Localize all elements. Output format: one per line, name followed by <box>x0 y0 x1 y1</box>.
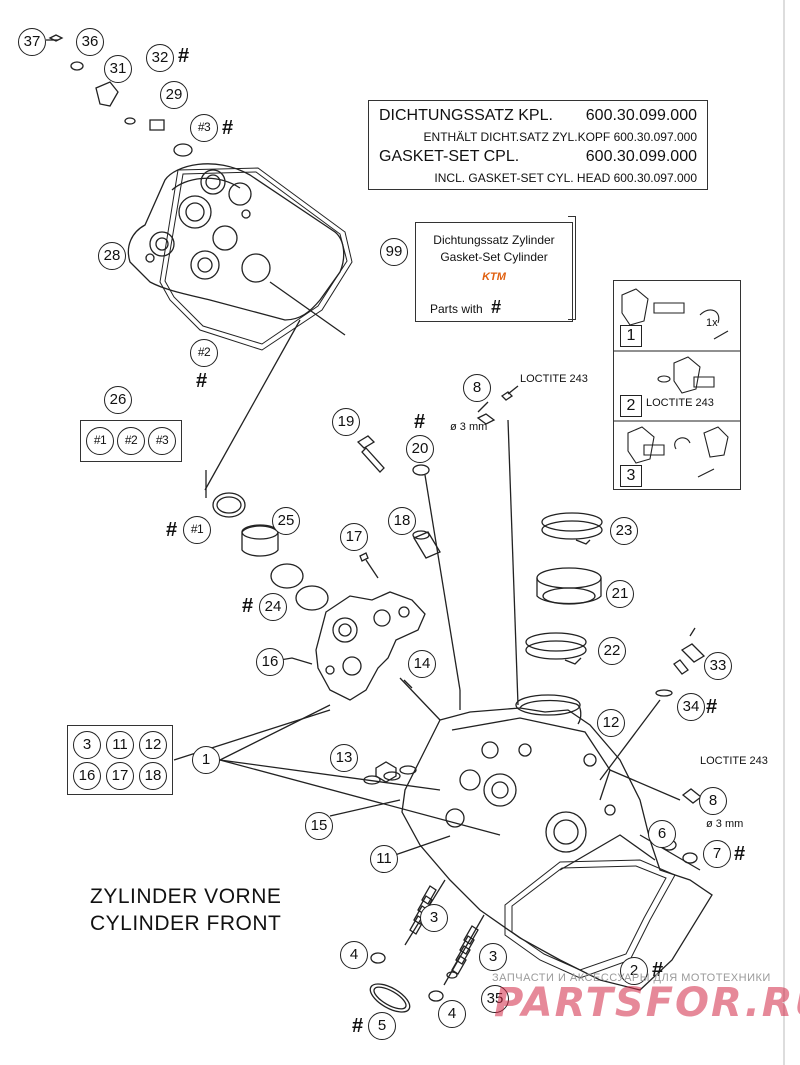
group-1-item-16: 16 <box>73 762 101 790</box>
callout-16: 16 <box>256 648 284 676</box>
install-steps-panel: 1 1x 2 LOCTITE 243 3 <box>613 280 741 490</box>
hash-24: # <box>242 595 254 617</box>
callout-25: 25 <box>272 507 300 535</box>
hash-34: # <box>706 696 718 718</box>
callout-4-left: 4 <box>340 941 368 969</box>
gasket-set-label-de: DICHTUNGSSATZ KPL. <box>379 107 553 124</box>
callout-24: 24 <box>259 593 287 621</box>
group-26-hash-2: #2 <box>117 427 145 455</box>
callout-20: 20 <box>406 435 434 463</box>
step-1: 1 <box>620 325 642 347</box>
loctite-note-top: LOCTITE 243 <box>520 373 588 385</box>
hash-2: # <box>196 370 208 392</box>
diagram-title-de: ZYLINDER VORNE <box>90 885 282 908</box>
callout-31: 31 <box>104 55 132 83</box>
callout-19: 19 <box>332 408 360 436</box>
step-1-note: 1x <box>706 317 718 329</box>
callout-hash-3: #3 <box>190 114 218 142</box>
callout-12: 12 <box>597 709 625 737</box>
gasket-set-number-en: 600.30.099.000 <box>585 148 697 165</box>
group-26-hash-1: #1 <box>86 427 114 455</box>
diameter-note-right: ø 3 mm <box>706 818 744 830</box>
parts-with-hash: # <box>491 297 502 317</box>
hash-1: # <box>166 519 178 541</box>
callout-36: 36 <box>76 28 104 56</box>
gasket-set-box: DICHTUNGSSATZ KPL. 600.30.099.000 ENTHÄL… <box>368 100 708 190</box>
step-2: 2 <box>620 395 642 417</box>
gasket-set-includes-en: INCL. GASKET-SET CYL. HEAD 600.30.097.00… <box>434 171 697 185</box>
callout-28: 28 <box>98 242 126 270</box>
callout-26: 26 <box>104 386 132 414</box>
hash-20: # <box>414 411 426 433</box>
callout-8-top: 8 <box>463 374 491 402</box>
callout-15: 15 <box>305 812 333 840</box>
diagram-title-en: CYLINDER FRONT <box>90 912 282 935</box>
callout-32: 32 <box>146 44 174 72</box>
hash-7: # <box>734 843 746 865</box>
callout-22: 22 <box>598 637 626 665</box>
hash-5: # <box>352 1015 364 1037</box>
cylinder-gasket-kit-box: Dichtungssatz Zylinder Gasket-Set Cylind… <box>415 222 573 322</box>
cylinder-kit-line-en: Gasket-Set Cylinder <box>440 250 548 264</box>
hash-32: # <box>178 45 190 67</box>
callout-hash-2: #2 <box>190 339 218 367</box>
callout-4-right: 4 <box>438 1000 466 1028</box>
callout-8-right: 8 <box>699 787 727 815</box>
kit-box-shadow <box>568 216 576 320</box>
callout-hash-1: #1 <box>183 516 211 544</box>
callout-23: 23 <box>610 517 638 545</box>
callout-11: 11 <box>370 845 398 873</box>
cylinder-kit-line-de: Dichtungssatz Zylinder <box>433 233 555 247</box>
group-1-item-3: 3 <box>73 731 101 759</box>
group-1-item-11: 11 <box>106 731 134 759</box>
callout-35: 35 <box>481 985 509 1013</box>
callout-6: 6 <box>648 820 676 848</box>
step-2-note: LOCTITE 243 <box>646 397 714 409</box>
callout-14: 14 <box>408 650 436 678</box>
group-1-item-17: 17 <box>106 762 134 790</box>
callout-3-left: 3 <box>420 904 448 932</box>
callout-3-right: 3 <box>479 943 507 971</box>
callout-7: 7 <box>703 840 731 868</box>
callout-29: 29 <box>160 81 188 109</box>
callout-21: 21 <box>606 580 634 608</box>
watermark-logo: PARTSFOR.RU <box>494 980 800 1026</box>
parts-with-row: Parts with # <box>430 297 501 318</box>
step-3: 3 <box>620 465 642 487</box>
watermark-tagline: ЗАПЧАСТИ И АКСЕССУАРЫ ДЛЯ МОТОТЕХНИКИ <box>492 972 771 984</box>
callout-34: 34 <box>677 693 705 721</box>
callout-5: 5 <box>368 1012 396 1040</box>
group-26-hash-3: #3 <box>148 427 176 455</box>
callout-18: 18 <box>388 507 416 535</box>
gasket-set-number-de: 600.30.099.000 <box>585 107 697 124</box>
group-1-item-18: 18 <box>139 762 167 790</box>
callout-37: 37 <box>18 28 46 56</box>
ktm-logo: KTM <box>482 271 506 283</box>
callout-33: 33 <box>704 652 732 680</box>
callout-2: 2 <box>620 957 648 985</box>
parts-with-label: Parts with <box>430 302 483 316</box>
callout-99: 99 <box>380 238 408 266</box>
loctite-note-right: LOCTITE 243 <box>700 755 768 767</box>
gasket-set-label-en: GASKET-SET CPL. <box>379 148 520 165</box>
gasket-set-includes-de: ENTHÄLT DICHT.SATZ ZYL.KOPF 600.30.097.0… <box>423 130 697 144</box>
callout-17: 17 <box>340 523 368 551</box>
callout-13: 13 <box>330 744 358 772</box>
group-1-item-12: 12 <box>139 731 167 759</box>
hash-3: # <box>222 117 234 139</box>
install-steps-drawings <box>614 288 740 478</box>
callout-1: 1 <box>192 746 220 774</box>
hash-2-bottom: # <box>652 959 664 981</box>
diameter-note-top: ø 3 mm <box>450 421 488 433</box>
